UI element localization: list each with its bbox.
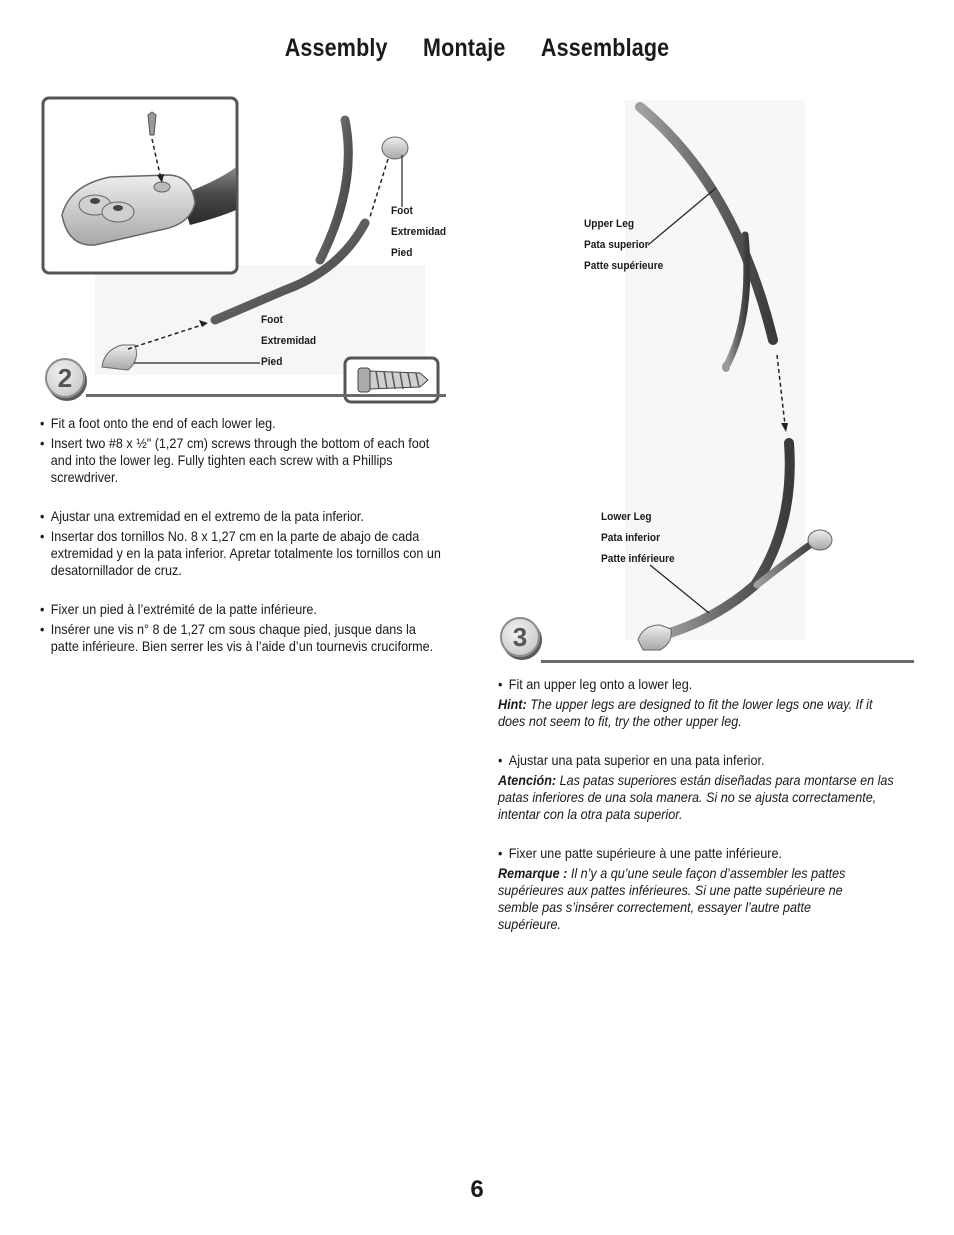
detail-inset (41, 96, 239, 275)
step-2-badge: 2 (45, 358, 85, 398)
title-french: Assemblage (540, 34, 670, 62)
step2-spanish: Ajustar una extremidad en el extremo de … (40, 508, 441, 579)
step3-illustration (625, 100, 833, 651)
step3-instructions: Fit an upper leg onto a lower leg. Hint:… (498, 676, 898, 955)
step3-english: Fit an upper leg onto a lower leg. Hint:… (498, 676, 898, 730)
list-item: Insertar dos tornillos No. 8 x 1,27 cm e… (40, 528, 441, 579)
step2-french: Fixer un pied à l’extrémité de la patte … (40, 601, 441, 655)
list-item: Insérer une vis n° 8 de 1,27 cm sous cha… (40, 621, 441, 655)
list-item: Ajustar una pata superior en una pata in… (498, 752, 898, 769)
step2-figure: Foot Extremidad Pied Foot Extremidad Pie… (40, 95, 450, 405)
list-item: Fixer un pied à l’extrémité de la patte … (40, 601, 441, 618)
foot-label-bottom: Foot Extremidad Pied (261, 314, 317, 368)
list-item: Insert two #8 x ½" (1,27 cm) screws thro… (40, 435, 441, 486)
step3-figure: Upper Leg Pata superior Patte supérieure… (495, 95, 915, 670)
title-spanish: Montaje (423, 34, 506, 62)
title-english: Assembly (284, 34, 388, 62)
hint-text: Remarque : Il n’y a qu’une seule façon d… (498, 865, 846, 932)
screw-icon (343, 356, 440, 404)
upper-leg-label: Upper Leg Pata superior Patte supérieure (584, 218, 664, 272)
foot-label-top: Foot Extremidad Pied (391, 205, 447, 259)
list-item: Fixer une patte supérieure à une patte i… (498, 845, 898, 862)
step2-illustration (41, 96, 440, 404)
step-3-divider (541, 660, 914, 663)
list-item: Fit a foot onto the end of each lower le… (40, 415, 441, 432)
hint-text: Hint: The upper legs are designed to fit… (498, 696, 873, 729)
page-title: Assembly Montaje Assemblage (67, 34, 887, 63)
list-item: Fit an upper leg onto a lower leg. (498, 676, 898, 693)
step2-instructions: Fit a foot onto the end of each lower le… (40, 415, 441, 677)
lower-leg-label: Lower Leg Pata inferior Patte inférieure (601, 511, 675, 565)
step-2-divider (86, 394, 446, 397)
step-3-badge: 3 (500, 617, 540, 657)
step3-french: Fixer une patte supérieure à une patte i… (498, 845, 898, 933)
hint-text: Atención: Las patas superiores están dis… (498, 772, 894, 822)
page-number: 6 (470, 1176, 484, 1203)
step3-spanish: Ajustar una pata superior en una pata in… (498, 752, 898, 823)
list-item: Ajustar una extremidad en el extremo de … (40, 508, 441, 525)
step2-english: Fit a foot onto the end of each lower le… (40, 415, 441, 486)
